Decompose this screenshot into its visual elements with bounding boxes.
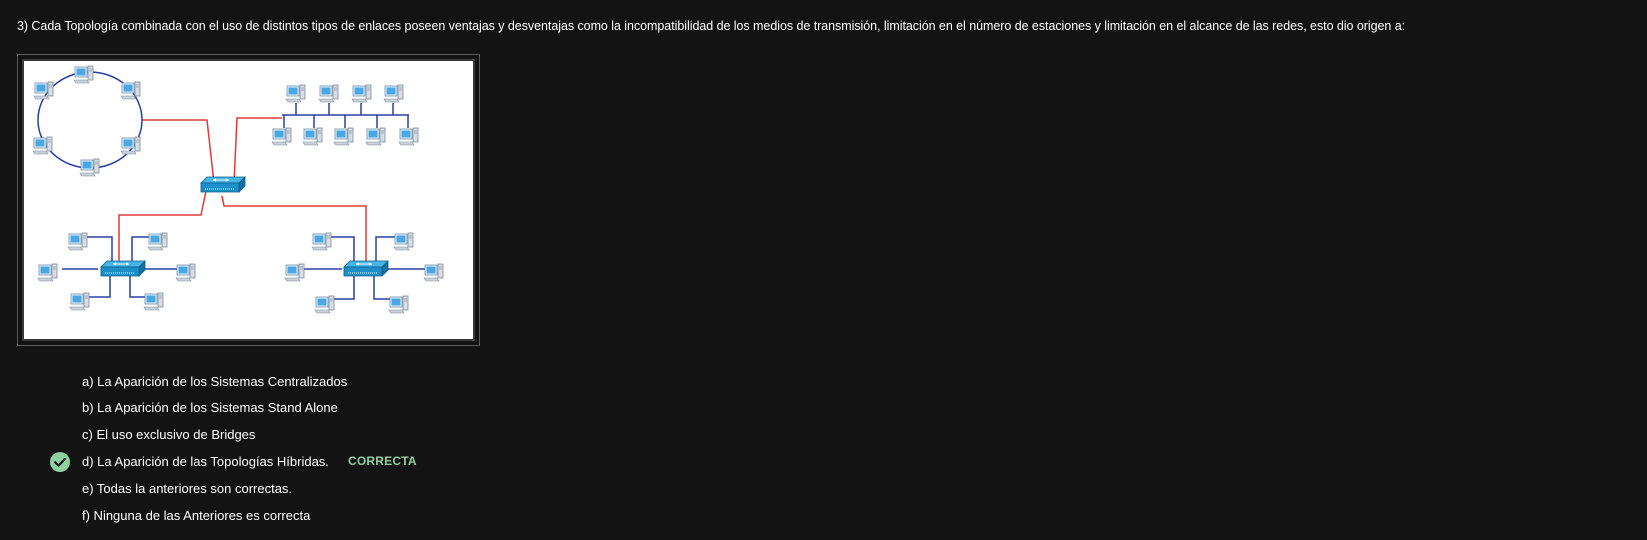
option-c-label: c) El uso exclusivo de Bridges	[82, 427, 256, 442]
network-topology-figure	[17, 54, 480, 346]
option-d-label: d) La Aparición de las Topologías Híbrid…	[82, 454, 329, 469]
option-a[interactable]: a) La Aparición de los Sistemas Centrali…	[0, 371, 700, 393]
hybrid-topology-diagram	[32, 65, 444, 314]
star-lan-right	[300, 236, 428, 300]
question-text: 3) Cada Topología combinada con el uso d…	[17, 19, 1406, 33]
option-c[interactable]: c) El uso exclusivo de Bridges	[0, 424, 700, 446]
figure-canvas	[22, 59, 475, 341]
check-circle-icon	[50, 452, 70, 472]
option-f-label: f) Ninguna de las Anteriores es correcta	[82, 508, 311, 523]
option-b-label: b) La Aparición de los Sistemas Stand Al…	[82, 400, 338, 415]
option-d[interactable]: d) La Aparición de las Topologías Híbrid…	[0, 451, 700, 473]
option-f[interactable]: f) Ninguna de las Anteriores es correcta	[0, 505, 700, 527]
option-e-label: e) Todas la anteriores son correctas.	[82, 481, 293, 496]
option-e[interactable]: e) Todas la anteriores son correctas.	[0, 478, 700, 500]
wan-links	[118, 117, 367, 271]
bus-lan	[282, 103, 409, 128]
option-a-label: a) La Aparición de los Sistemas Centrali…	[82, 374, 348, 389]
option-b[interactable]: b) La Aparición de los Sistemas Stand Al…	[0, 397, 700, 419]
correct-badge: CORRECTA	[348, 454, 417, 468]
